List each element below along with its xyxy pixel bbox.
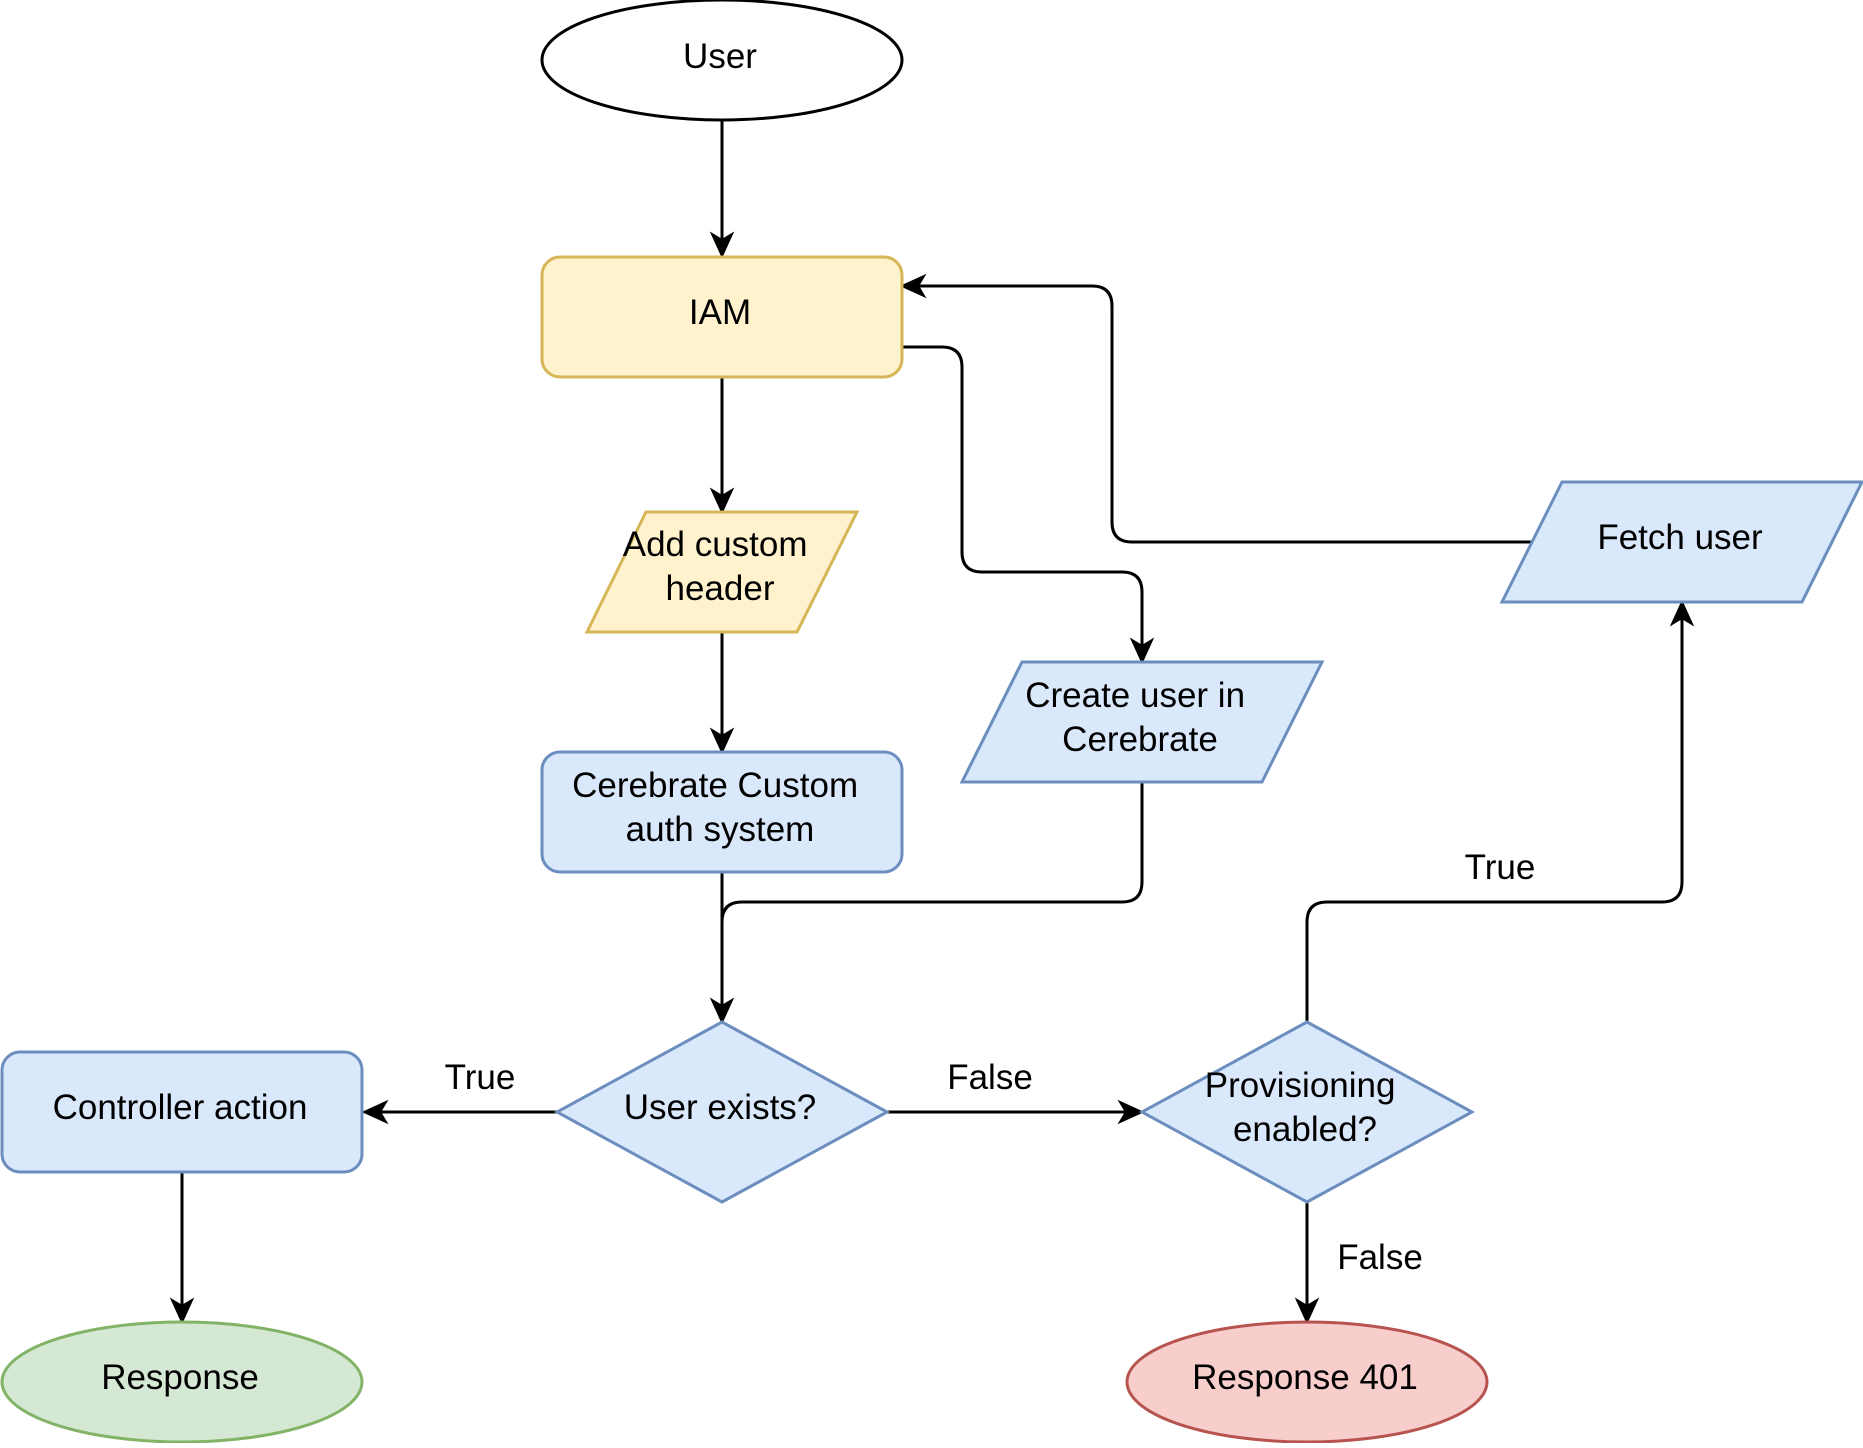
node-cerebrate-custom-auth-line-1: Cerebrate Custom <box>572 766 858 805</box>
edge-label-exists-true: True <box>445 1058 516 1097</box>
node-add-custom-header-line-1: Add custom <box>623 525 808 564</box>
node-provisioning-enabled-shape <box>1138 1020 1476 1204</box>
node-create-user-in-cerebrate: Create user in Cerebrate <box>959 660 1325 784</box>
arrowhead-add-header-top <box>709 487 735 515</box>
node-cerebrate-custom-auth-shape <box>540 750 904 874</box>
arrowhead-iam-right <box>899 273 927 299</box>
arrowhead-provisioning-left <box>1117 1099 1145 1125</box>
node-controller-action-label: Controller action <box>53 1088 308 1127</box>
node-create-user-in-cerebrate-label: Create user in Cerebrate <box>1025 676 1255 759</box>
arrowhead-response-top <box>169 1297 195 1325</box>
node-add-custom-header: Add custom header <box>584 510 860 634</box>
node-cerebrate-custom-auth-label: Cerebrate Custom auth system <box>572 766 868 849</box>
node-add-custom-header-line-2: header <box>666 569 775 608</box>
node-create-user-in-cerebrate-line-1: Create user in <box>1025 676 1245 715</box>
node-response-401-shape <box>1125 1320 1489 1444</box>
node-cerebrate-custom-auth: Cerebrate Custom auth system <box>540 750 904 874</box>
node-provisioning-enabled: Provisioning enabled? <box>1138 1020 1476 1204</box>
edge-provisioning-to-fetch-user <box>1305 618 1684 1022</box>
node-response-401: Response 401 <box>1125 1320 1489 1444</box>
node-user-exists-shape <box>553 1020 891 1204</box>
edge-iam-to-create-user <box>902 345 1144 646</box>
node-controller-action-shape <box>0 1050 364 1174</box>
node-fetch-user: Fetch user <box>1499 480 1863 604</box>
node-controller-action: Controller action <box>0 1050 364 1174</box>
node-provisioning-enabled-label: Provisioning enabled? <box>1205 1066 1405 1149</box>
node-user-label: User <box>683 37 757 76</box>
edge-labels: True False True False <box>445 848 1536 1277</box>
arrowhead-custom-auth-top <box>709 727 735 755</box>
arrowhead-create-user-top <box>1129 637 1155 665</box>
arrowhead-iam-top <box>709 231 735 259</box>
node-iam-label: IAM <box>689 293 751 332</box>
edge-label-exists-false: False <box>947 1058 1033 1097</box>
node-response: Response <box>0 1320 364 1444</box>
node-create-user-in-cerebrate-line-2: Cerebrate <box>1062 720 1218 759</box>
edge-label-provisioning-true: True <box>1465 848 1536 887</box>
node-cerebrate-custom-auth-line-2: auth system <box>626 810 815 849</box>
node-iam: IAM <box>540 255 904 379</box>
node-fetch-user-label: Fetch user <box>1597 518 1763 557</box>
node-provisioning-enabled-line-2: enabled? <box>1233 1110 1377 1149</box>
node-add-custom-header-label: Add custom header <box>623 525 818 608</box>
node-response-label: Response <box>101 1358 259 1397</box>
arrowhead-fetch-user-bottom <box>1669 599 1695 627</box>
edge-fetch-user-to-iam <box>918 284 1532 544</box>
arrowhead-response-401-top <box>1294 1297 1320 1325</box>
node-add-custom-header-shape <box>584 510 860 634</box>
node-provisioning-enabled-line-1: Provisioning <box>1205 1066 1396 1105</box>
node-response-shape <box>0 1320 364 1444</box>
edge-create-user-to-user-exists <box>720 782 1144 923</box>
edge-label-provisioning-false: False <box>1337 1238 1423 1277</box>
arrowhead-user-exists-top <box>709 997 735 1025</box>
arrowhead-controller-right <box>361 1099 389 1125</box>
node-user-shape <box>540 0 904 122</box>
node-user-exists-label: User exists? <box>624 1088 817 1127</box>
edges <box>169 120 1695 1325</box>
node-iam-shape <box>540 255 904 379</box>
node-fetch-user-shape <box>1499 480 1863 604</box>
node-user: User <box>540 0 904 122</box>
node-create-user-in-cerebrate-shape <box>959 660 1325 784</box>
node-response-401-label: Response 401 <box>1192 1358 1418 1397</box>
node-user-exists: User exists? <box>553 1020 891 1204</box>
